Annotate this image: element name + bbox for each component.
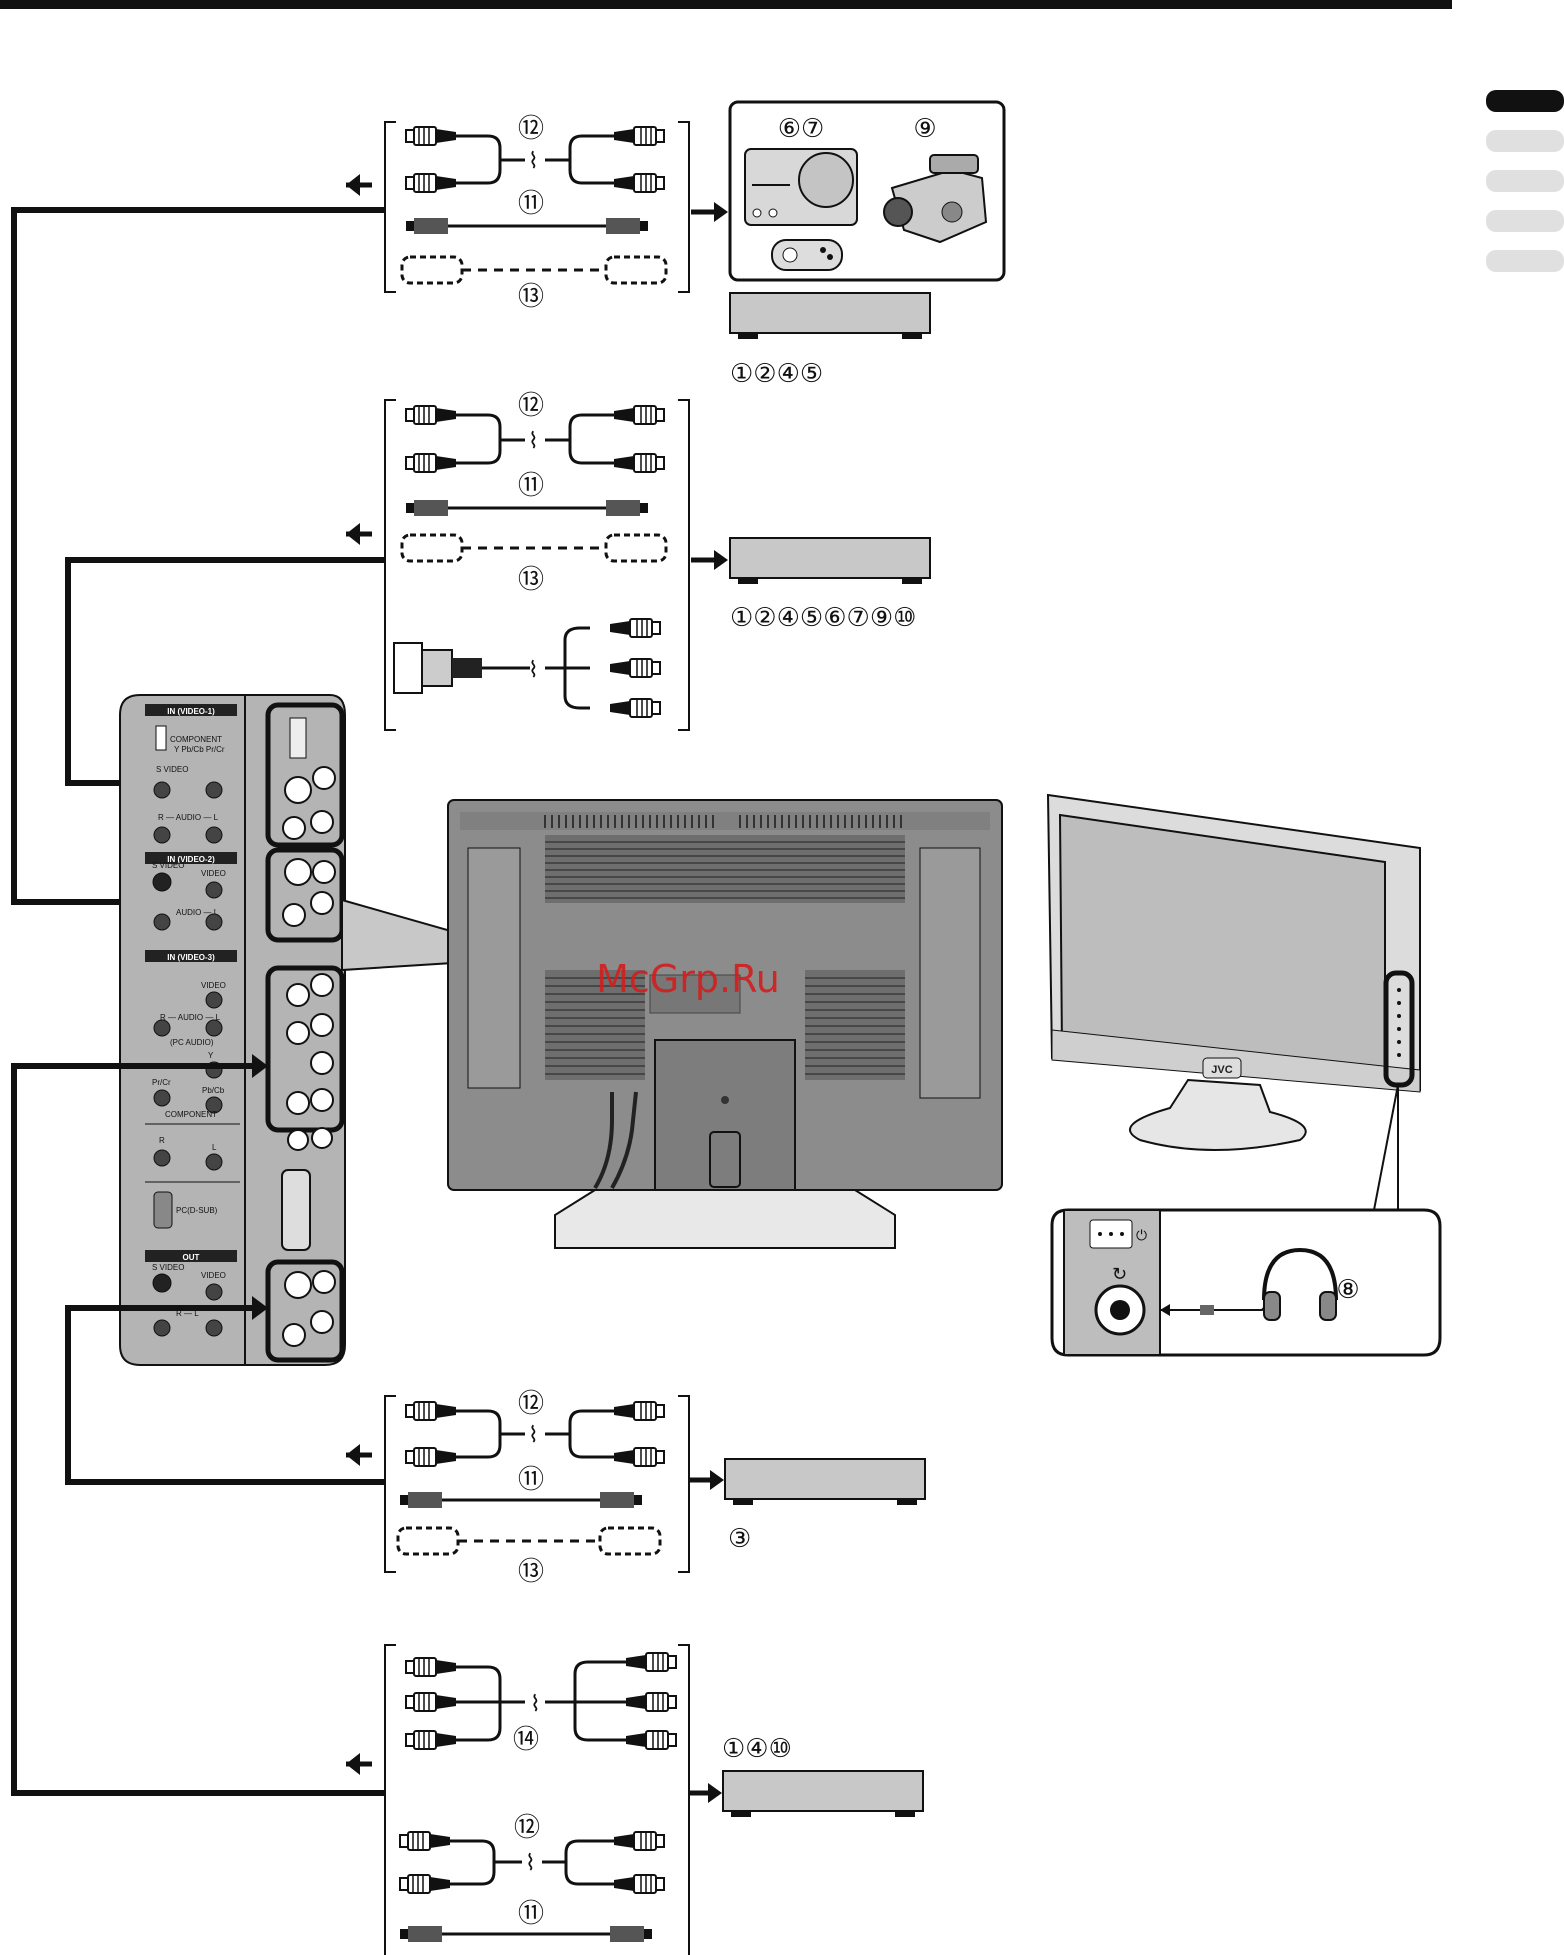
gamepad-icon — [772, 240, 842, 270]
callout-g4-cable-b: ⑫ — [514, 1813, 540, 1843]
in3-component: COMPONENT — [165, 1110, 217, 1119]
rl-r: R — [159, 1136, 165, 1145]
callout-g1-cable-b: ⑪ — [518, 189, 544, 219]
game-console-icon — [745, 149, 857, 225]
section-tabs — [1486, 90, 1564, 272]
in2-video: VIDEO — [201, 869, 226, 878]
out-video: VIDEO — [201, 1271, 226, 1280]
svg-text:⌇: ⌇ — [525, 1851, 536, 1876]
callout-g4-cable-a: ⑭ — [513, 1725, 539, 1755]
cable-group-4: ⌇ ⑭ ⌇ ⑫ ⑪ — [346, 1645, 722, 1955]
scart-to-component-cable: ⌇ — [394, 619, 660, 717]
in3-header: IN (VIDEO-3) — [167, 953, 215, 962]
terminal-panel: IN (VIDEO-1) COMPONENT Y Pb/Cb Pr/Cr S V… — [120, 695, 345, 1365]
svg-text:⌇: ⌇ — [528, 658, 539, 683]
tv-rear-stand — [555, 1190, 895, 1248]
callout-g1-camcorder: ⑨ — [913, 114, 936, 144]
tab-active[interactable] — [1486, 90, 1564, 112]
jvc-logo: JVC — [1211, 1064, 1232, 1076]
in1-audio: R — AUDIO — L — [158, 813, 219, 822]
callout-g4-cable-c: ⑪ — [518, 1899, 544, 1929]
svg-text:⌇: ⌇ — [528, 149, 539, 174]
in3-pbcb: Pb/Cb — [202, 1086, 225, 1095]
callout-g3-cable-c: ⑬ — [518, 1557, 544, 1587]
in1-component: COMPONENT — [170, 735, 222, 744]
callout-g1-devices: ⑥⑦ — [778, 114, 825, 144]
callout-g3-cable-a: ⑫ — [518, 1389, 544, 1419]
cable-group-2: ⌇ ⑫ ⑪ ⑬ ⌇ — [346, 391, 728, 730]
callout-g3-devices-ids: ③ — [728, 1524, 751, 1554]
device-box-g4 — [723, 1771, 923, 1817]
in3-pc-audio: (PC AUDIO) — [170, 1038, 214, 1047]
device-box-g1 — [730, 293, 930, 339]
tab-5[interactable] — [1486, 250, 1564, 272]
callout-headphone: ⑧ — [1336, 1275, 1359, 1305]
in1-header: IN (VIDEO-1) — [167, 707, 215, 716]
svg-text:⌇: ⌇ — [528, 429, 539, 454]
in2-svideo: S VIDEO — [152, 861, 184, 870]
cable-group-3: ⌇ ⑫ ⑪ ⑬ — [346, 1389, 724, 1587]
headphone-inset: ⏻ ↻ ⑧ — [1052, 1210, 1440, 1355]
out-svideo: S VIDEO — [152, 1263, 184, 1272]
svg-text:⌇: ⌇ — [530, 1692, 541, 1717]
callout-g2-cable-c: ⑬ — [518, 565, 544, 595]
device-box-g2 — [730, 538, 930, 584]
in3-prcr: Pr/Cr — [152, 1078, 171, 1087]
header-rule — [0, 0, 1452, 9]
tab-2[interactable] — [1486, 130, 1564, 152]
power-icon: ⏻ — [1136, 1228, 1147, 1244]
callout-g2-cable-a: ⑫ — [518, 391, 544, 421]
watermark-text: McGrp.Ru — [596, 957, 780, 1001]
tv-front-view: JVC — [1048, 795, 1420, 1210]
callout-g2-cable-b: ⑪ — [518, 471, 544, 501]
callout-g1-devices-ids: ①②④⑤ — [730, 359, 823, 389]
rl-l: L — [212, 1143, 217, 1152]
callout-g4-devices-ids: ①④⑩ — [722, 1734, 792, 1764]
callout-g2-devices-ids: ①②④⑤⑥⑦⑨⑩ — [730, 603, 916, 633]
in1-svideo: S VIDEO — [156, 765, 188, 774]
in3-y: Y — [208, 1051, 214, 1060]
headphone-jack-icon: ↻ — [1112, 1264, 1127, 1285]
device-panel-1: ⑥⑦ ⑨ — [730, 102, 1004, 280]
out-header: OUT — [183, 1253, 200, 1262]
pc-dsub: PC(D-SUB) — [176, 1206, 218, 1215]
in3-video: VIDEO — [201, 981, 226, 990]
callout-g3-cable-b: ⑪ — [518, 1465, 544, 1495]
cable-group-1: ⌇ ⑫ ⑪ ⑬ — [346, 114, 728, 312]
in1-component-sub: Y Pb/Cb Pr/Cr — [174, 745, 225, 754]
tab-4[interactable] — [1486, 210, 1564, 232]
svg-text:⌇: ⌇ — [528, 1423, 539, 1448]
callout-g1-cable-a: ⑫ — [518, 114, 544, 144]
tab-3[interactable] — [1486, 170, 1564, 192]
callout-g1-cable-c: ⑬ — [518, 282, 544, 312]
device-box-g3 — [725, 1459, 925, 1505]
